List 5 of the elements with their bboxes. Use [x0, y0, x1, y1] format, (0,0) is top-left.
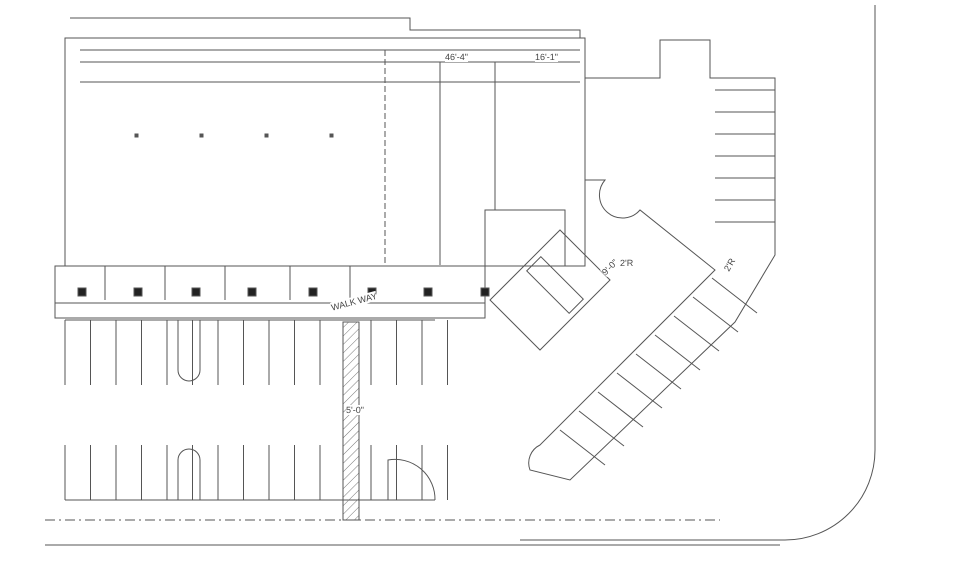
dimension-label: 16'-1" — [535, 52, 558, 62]
radius-label: 2'R — [620, 258, 634, 268]
radius-label: 2'R — [722, 256, 738, 273]
dimension-label: 46'-4" — [445, 52, 468, 62]
dimension-label: 5'-0" — [346, 405, 364, 415]
